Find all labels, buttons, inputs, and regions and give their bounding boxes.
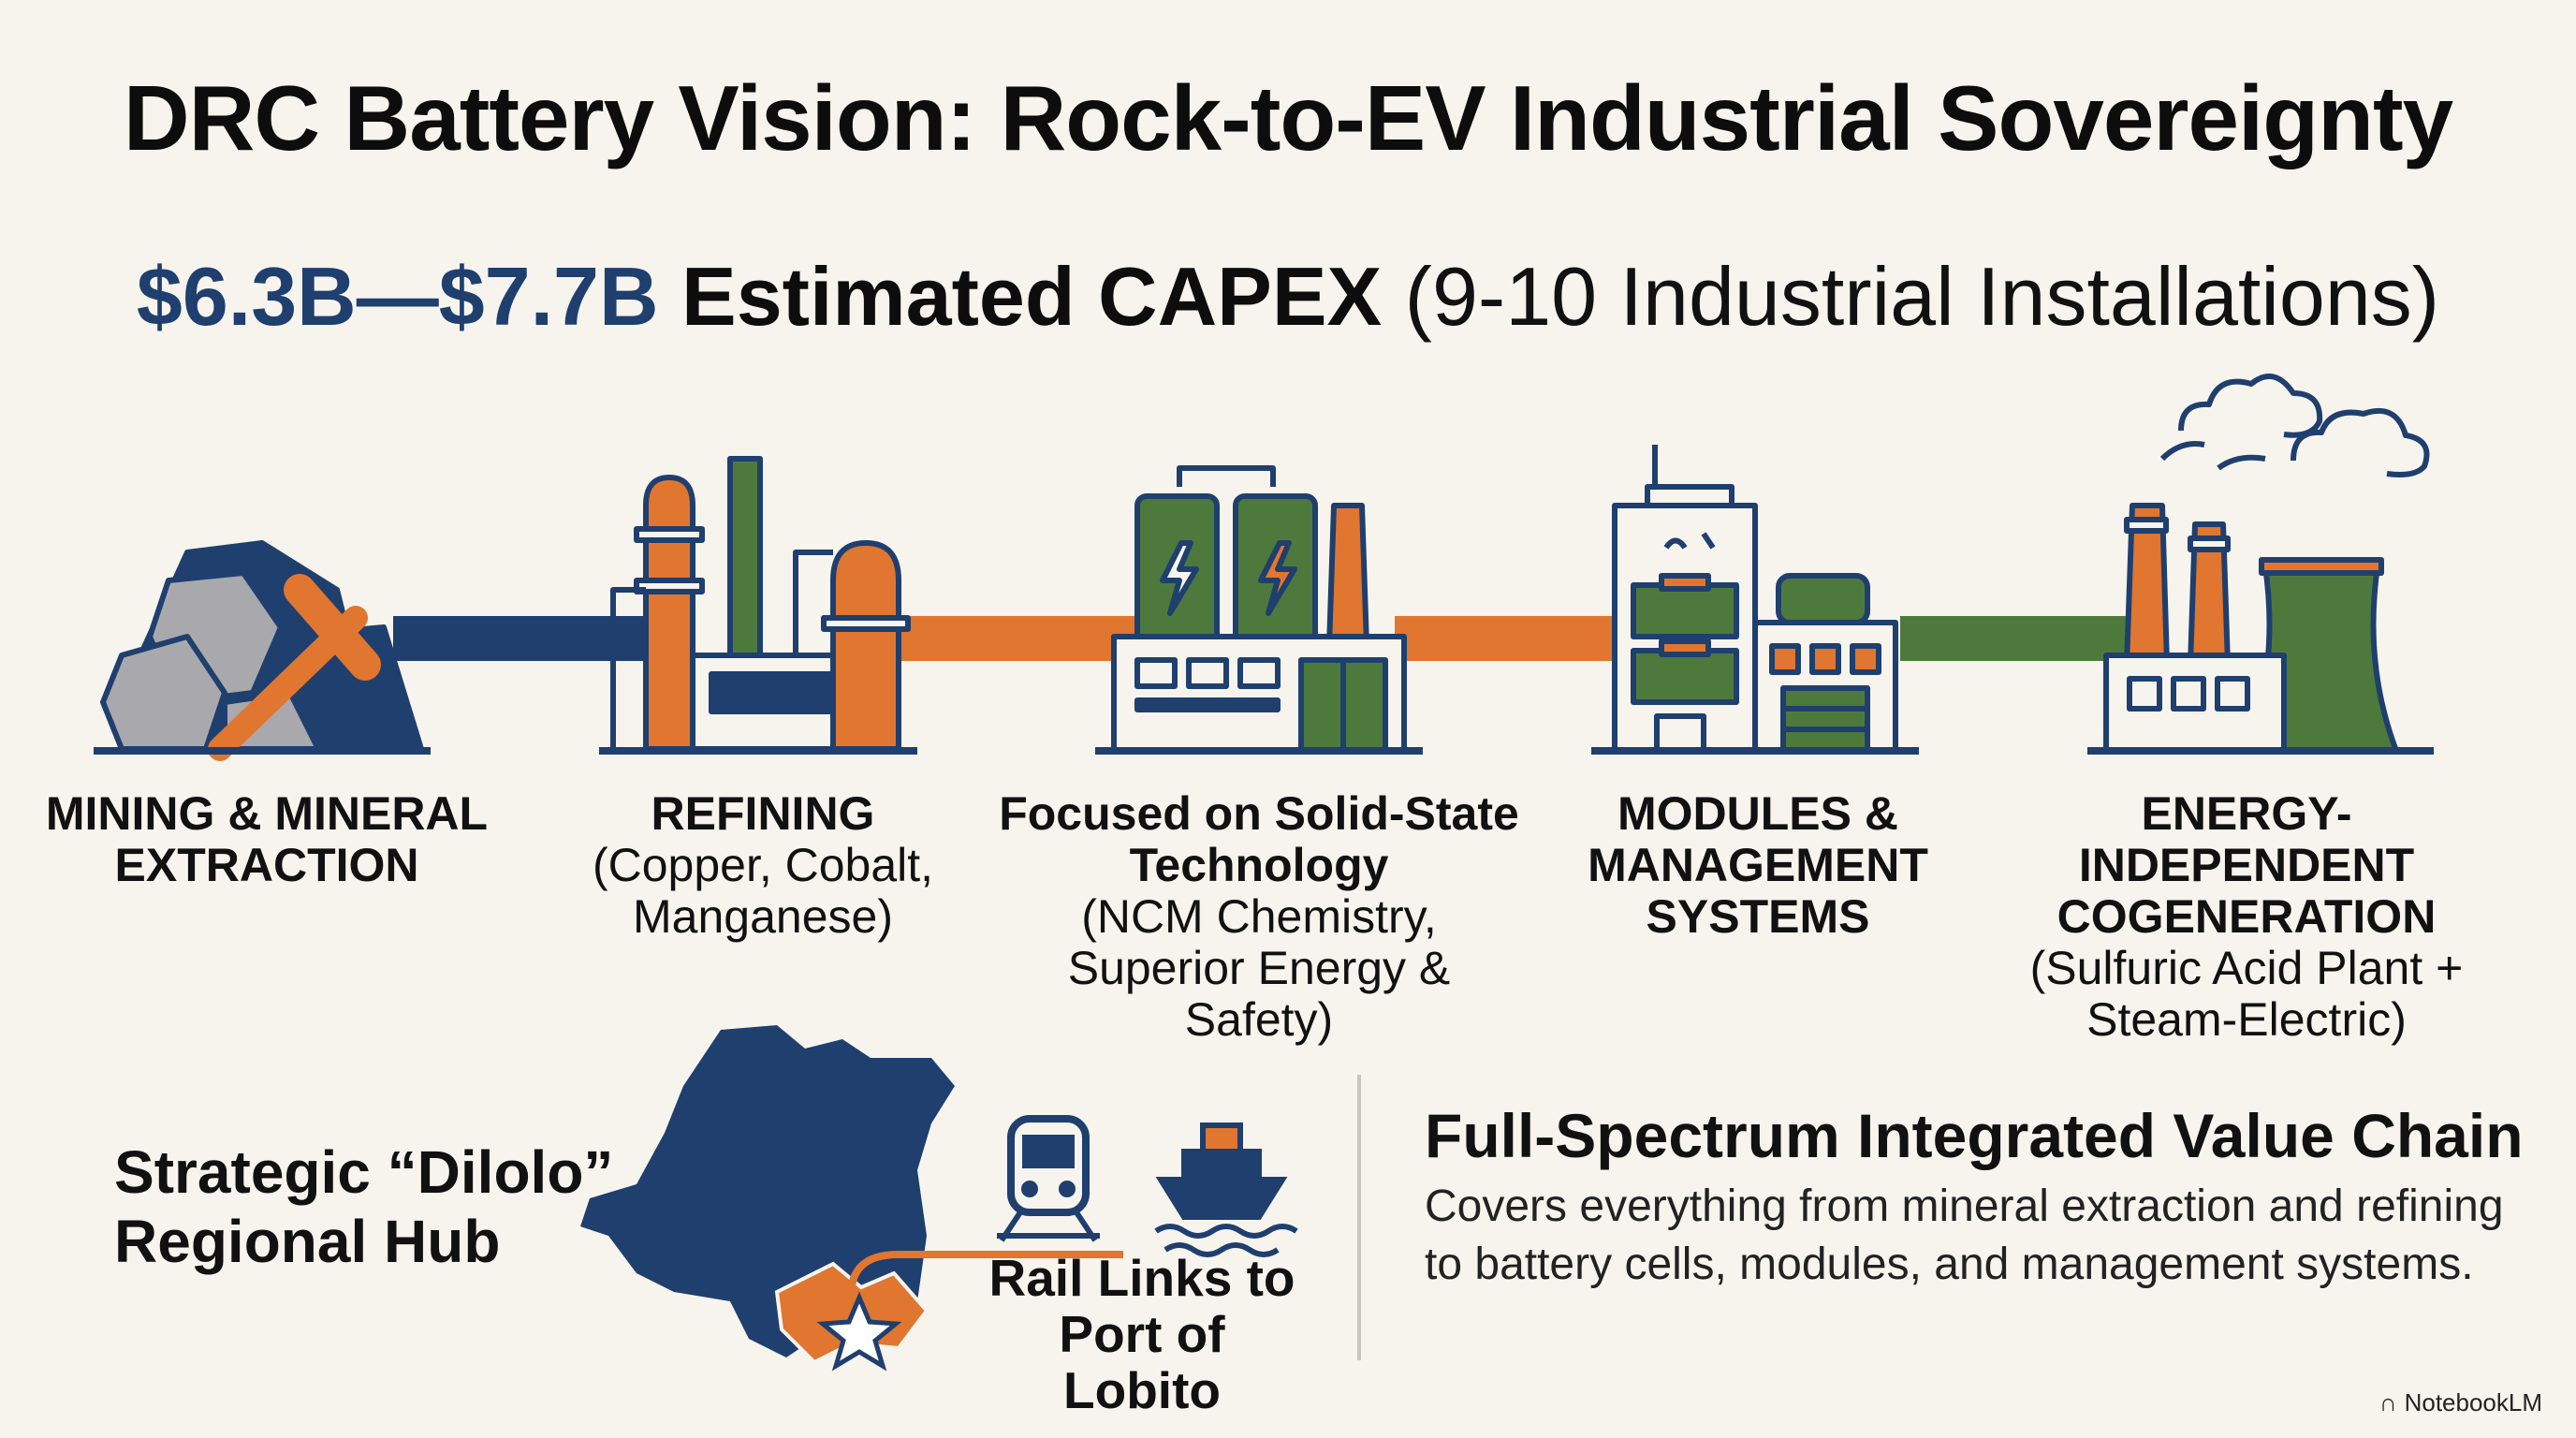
- brand-name: NotebookLM: [2404, 1388, 2542, 1416]
- page-title: DRC Battery Vision: Rock-to-EV Industria…: [123, 66, 2453, 169]
- rail-route-line: [847, 1251, 1123, 1349]
- stage-label-modules: MODULES & MANAGEMENT SYSTEMS: [1588, 787, 1928, 943]
- stage-label-cogeneration: ENERGY-INDEPENDENT COGENERATION (Sulfuri…: [2029, 787, 2464, 1046]
- module-factory-icon: [1591, 445, 1919, 755]
- drc-map-icon: [580, 1025, 955, 1365]
- cogeneration-plant-icon: [2087, 374, 2434, 755]
- connector-band-green: [1900, 616, 2134, 661]
- capex-summary: $6.3B—$7.7B Estimated CAPEX (9-10 Indust…: [0, 245, 2576, 348]
- train-icon: [997, 1115, 1100, 1242]
- stage-label-refining: REFINING (Copper, Cobalt, Manganese): [592, 787, 934, 943]
- notebooklm-logo-icon: ∩: [2378, 1388, 2397, 1416]
- stage-label-mining: MINING & MINERAL EXTRACTION: [45, 787, 489, 891]
- dilolo-star-icon: [816, 1291, 902, 1372]
- capex-amount: $6.3B—$7.7B: [136, 250, 659, 343]
- value-chain-illustration: [94, 374, 2434, 761]
- refinery-icon: [599, 456, 917, 755]
- connector-band-orange: [899, 616, 1151, 661]
- regional-map-illustration: [580, 1025, 1298, 1372]
- value-chain-title: Full-Spectrum Integrated Value Chain: [1425, 1101, 2524, 1170]
- battery-plant-icon: [1095, 465, 1423, 755]
- regional-hub-label: Strategic “Dilolo” Regional Hub: [114, 1138, 614, 1275]
- rail-links-label: Rail Links to Port of Lobito: [988, 1249, 1295, 1419]
- capex-label: Estimated CAPEX: [681, 250, 1383, 343]
- mining-icon: [94, 540, 431, 761]
- section-divider: [1357, 1075, 1361, 1360]
- value-chain-description: Covers everything from mineral extractio…: [1425, 1181, 2504, 1289]
- capex-detail: (9-10 Industrial Installations): [1404, 250, 2440, 343]
- ship-icon: [1154, 1123, 1298, 1257]
- connector-band-navy: [393, 616, 674, 661]
- brand-watermark: ∩ NotebookLM: [2379, 1388, 2542, 1417]
- connector-band-orange-2: [1395, 616, 1619, 661]
- stage-label-solid-state: Focused on Solid-State Technology (NCM C…: [999, 787, 1519, 1046]
